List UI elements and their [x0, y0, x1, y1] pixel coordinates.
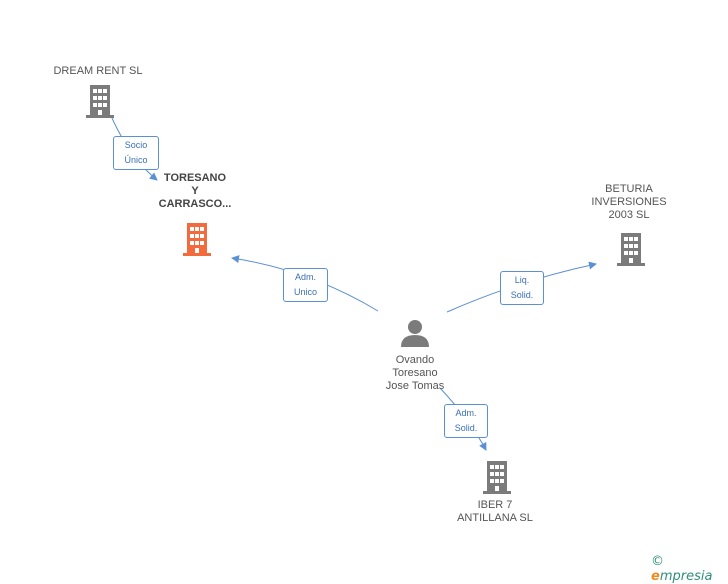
node-label-toresano[interactable]: TORESANO Y CARRASCO...: [158, 172, 232, 210]
relation-adm-unico: Adm. Unico: [283, 268, 328, 302]
brand-e: e: [651, 569, 660, 584]
node-label-dream-rent[interactable]: DREAM RENT SL: [53, 65, 143, 77]
empresia-logo[interactable]: © empresia: [651, 554, 728, 584]
building-icon-toresano[interactable]: [183, 223, 211, 256]
brand-rest: mpresia: [659, 569, 713, 584]
building-icon-dream-rent[interactable]: [86, 85, 114, 118]
node-label-iber7[interactable]: IBER 7 ANTILLANA SL: [457, 499, 533, 524]
person-icon[interactable]: [401, 320, 429, 347]
building-icon-beturia[interactable]: [617, 233, 645, 266]
node-label-beturia[interactable]: BETURIA INVERSIONES 2003 SL: [591, 183, 667, 221]
relation-socio-unico: Socio Único: [113, 136, 159, 170]
building-icon-iber7[interactable]: [483, 461, 511, 494]
copyright-icon: ©: [651, 554, 664, 569]
relation-adm-solid: Adm. Solid.: [444, 404, 488, 438]
relation-liq-solid: Liq. Solid.: [500, 271, 544, 305]
node-label-ovando[interactable]: Ovando Toresano Jose Tomas: [385, 354, 445, 392]
